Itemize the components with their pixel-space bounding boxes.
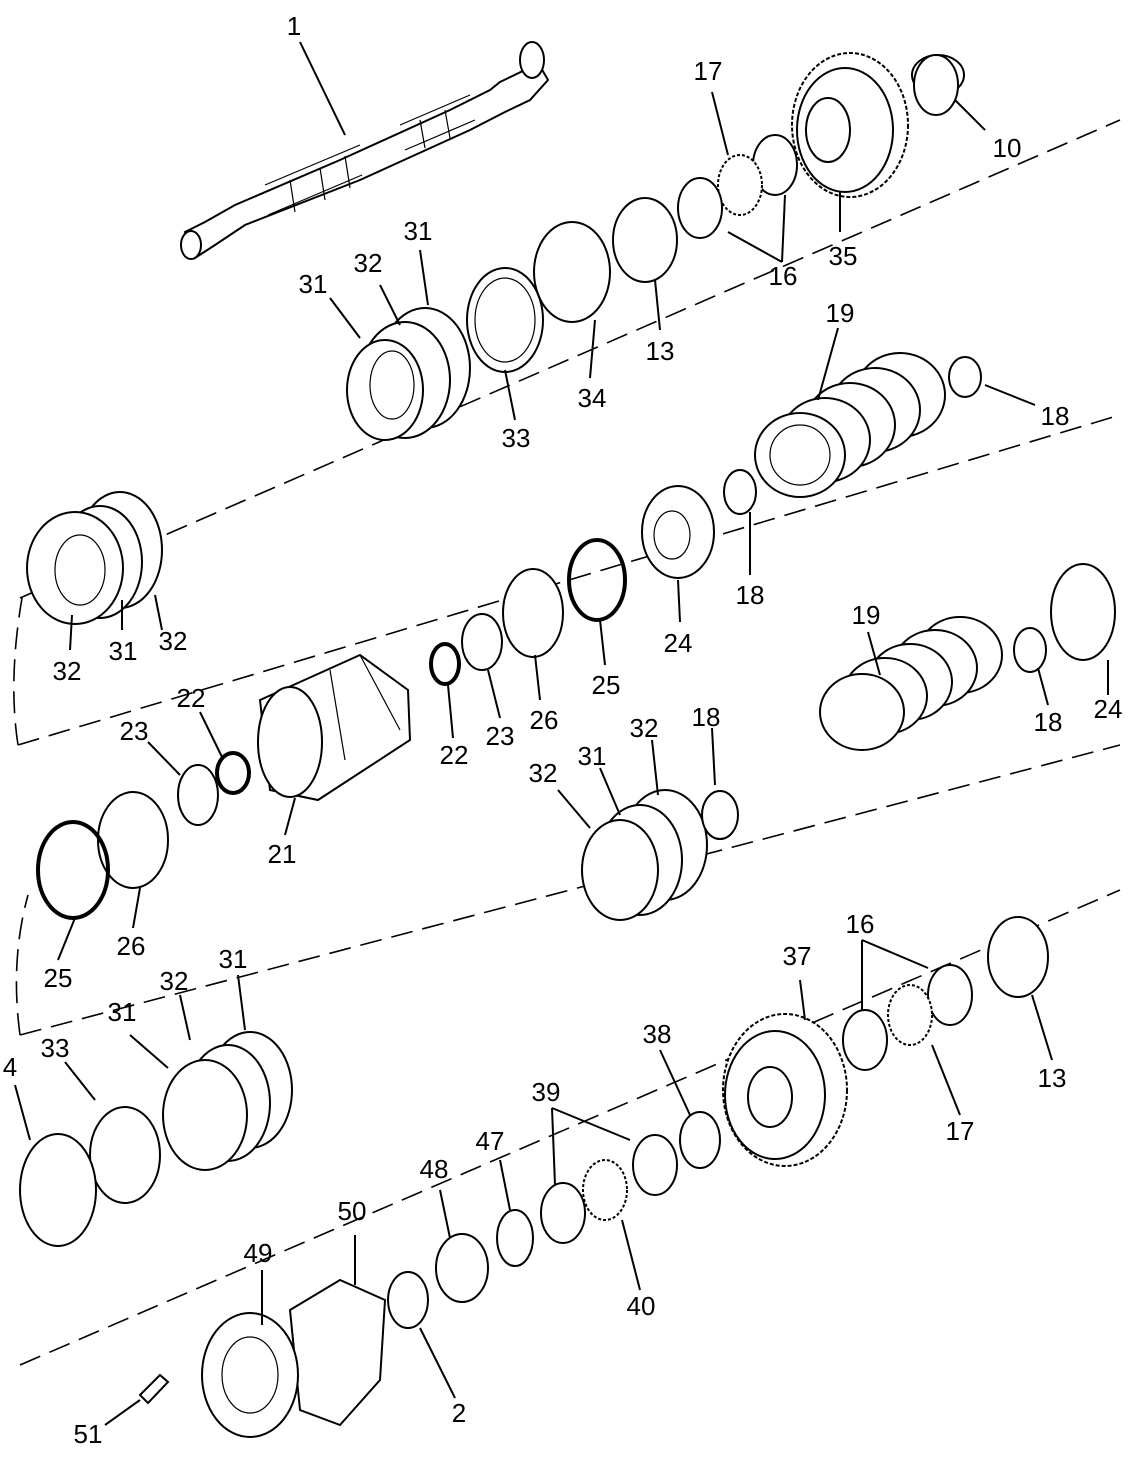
washer-17b (887, 984, 933, 1046)
callout-13: 13 (1038, 1063, 1067, 1093)
washer-16c (842, 1009, 888, 1071)
callout-23: 23 (486, 721, 515, 751)
gear-35 (791, 52, 909, 198)
callout-22: 22 (440, 740, 469, 770)
thrust-washers-top (533, 134, 798, 323)
callout-37: 37 (783, 941, 812, 971)
callout-25: 25 (592, 670, 621, 700)
callout-49: 49 (244, 1238, 273, 1268)
callout-33: 33 (502, 423, 531, 453)
callout-18: 18 (1041, 401, 1070, 431)
callout-40: 40 (627, 1291, 656, 1321)
callout-38: 38 (643, 1019, 672, 1049)
o-ring-25b (36, 820, 110, 920)
seal-26a (502, 568, 564, 658)
callout-13: 13 (646, 336, 675, 366)
clutch-pack-left (26, 491, 163, 625)
callout-33: 33 (41, 1033, 70, 1063)
snap-ring-18b (723, 469, 757, 515)
snap-ring-18c (1013, 627, 1047, 673)
callout-18: 18 (692, 702, 721, 732)
leader-lines (14, 41, 1109, 1426)
callout-2: 2 (452, 1398, 466, 1428)
callout-34: 34 (578, 383, 607, 413)
bearing-38 (679, 1111, 721, 1169)
callout-31: 31 (404, 216, 433, 246)
callout-50: 50 (338, 1196, 367, 1226)
bearing-47 (496, 1209, 534, 1267)
seal-26b (97, 791, 169, 889)
callout-18: 18 (1034, 707, 1063, 737)
clutch-pack-middle (581, 789, 739, 921)
assembly-axes (13, 119, 1121, 1366)
callout-47: 47 (476, 1126, 505, 1156)
callout-32: 32 (53, 656, 82, 686)
callout-39: 39 (532, 1077, 561, 1107)
callout-22: 22 (177, 683, 206, 713)
callout-31: 31 (108, 997, 137, 1027)
callout-18: 18 (736, 580, 765, 610)
washer-39a (632, 1134, 678, 1196)
callout-10: 10 (993, 133, 1022, 163)
ring-13b (987, 916, 1049, 998)
callout-4: 4 (3, 1052, 17, 1082)
callout-19: 19 (826, 298, 855, 328)
callout-1: 1 (287, 11, 301, 41)
callout-32: 32 (160, 966, 189, 996)
callout-24: 24 (664, 628, 693, 658)
callout-32: 32 (529, 758, 558, 788)
callout-51: 51 (74, 1419, 103, 1449)
callout-48: 48 (420, 1154, 449, 1184)
bolt-51 (138, 1373, 170, 1405)
piston-21 (257, 653, 412, 802)
callout-26: 26 (117, 931, 146, 961)
washer-40 (582, 1159, 628, 1221)
callout-24: 24 (1094, 694, 1123, 724)
gear-37 (722, 1013, 848, 1167)
washer-39b (540, 1182, 586, 1244)
race-48 (435, 1233, 489, 1303)
cover-49 (201, 1312, 299, 1438)
spring-19-top (754, 352, 946, 498)
callout-32: 32 (354, 248, 383, 278)
clutch-pack-top (346, 307, 471, 441)
bearing-10 (911, 54, 965, 116)
gasket-50 (288, 1278, 387, 1427)
callout-17: 17 (946, 1116, 975, 1146)
plate-33-top (466, 267, 544, 373)
callout-35: 35 (829, 241, 858, 271)
clutch-pack-lower (19, 1031, 293, 1247)
o-ring-22a (429, 642, 461, 686)
callout-26: 26 (530, 705, 559, 735)
o-ring-2 (387, 1271, 429, 1329)
washer-16b (927, 964, 973, 1026)
callout-23: 23 (120, 716, 149, 746)
callout-labels: 1 17 10 35 16 31 32 31 33 34 13 19 18 18… (3, 11, 1123, 1449)
callout-25: 25 (44, 963, 73, 993)
o-ring-22b (215, 751, 251, 795)
callout-32: 32 (159, 626, 188, 656)
callout-32: 32 (630, 713, 659, 743)
callout-16: 16 (846, 909, 875, 939)
callout-31: 31 (219, 944, 248, 974)
callout-16: 16 (769, 261, 798, 291)
o-ring-25a (567, 538, 627, 622)
callout-17: 17 (694, 56, 723, 86)
spring-19-lower (819, 616, 1003, 751)
callout-31: 31 (299, 269, 328, 299)
washer-24b (1050, 563, 1116, 661)
ring-23b (177, 764, 219, 826)
ring-23a (461, 613, 503, 671)
callout-31: 31 (578, 741, 607, 771)
callout-31: 31 (109, 636, 138, 666)
callout-19: 19 (852, 600, 881, 630)
callout-21: 21 (268, 839, 297, 869)
washer-24-top (641, 485, 715, 579)
snap-ring-18a (948, 356, 982, 398)
main-shaft (180, 41, 550, 260)
